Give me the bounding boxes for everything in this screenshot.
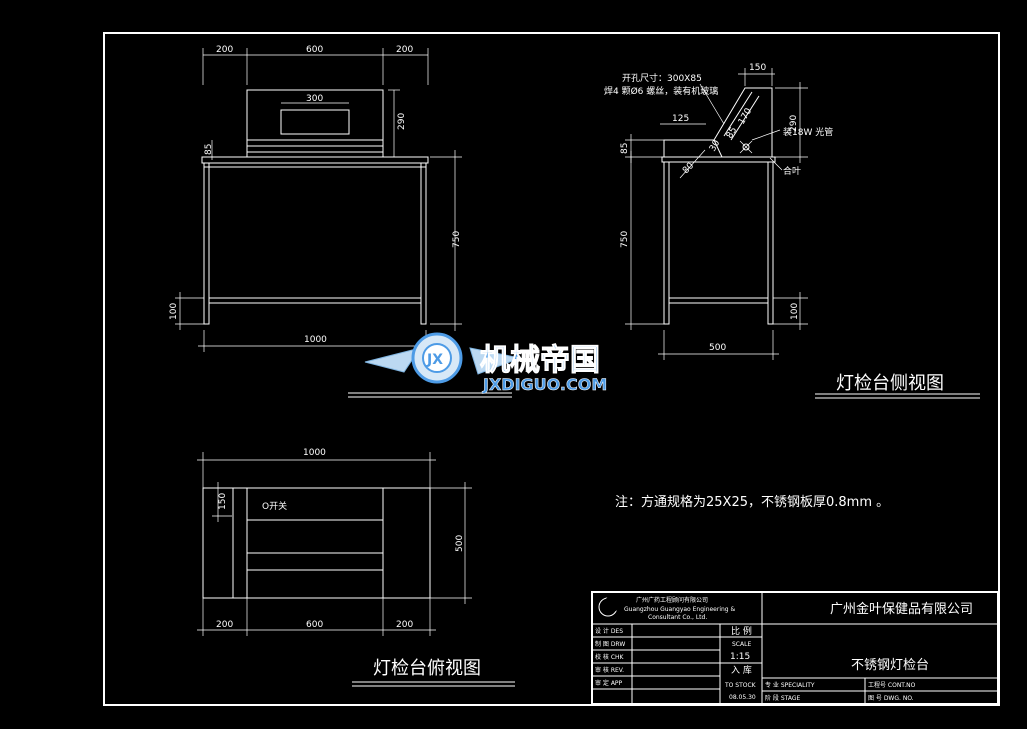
logo-text: JX	[426, 352, 443, 368]
side-hinge-label: 合叶	[783, 165, 801, 177]
side-height: 750	[620, 231, 630, 248]
company-name-cn: 广州广药工程顾问有限公司	[636, 596, 708, 604]
side-dim-85-diag: 85	[725, 126, 739, 141]
top-dim-150: 150	[218, 493, 228, 510]
front-view: 200 600 200 300 290 85 750	[169, 45, 512, 398]
scale-cn: 比 例	[731, 625, 752, 637]
top-width: 1000	[303, 448, 326, 458]
front-bottom-rail: 100	[169, 303, 179, 320]
side-lamp-label: 装18W 光管	[783, 126, 833, 138]
top-dim-mid: 600	[306, 620, 323, 630]
row-drw: 制 图 DRW	[595, 640, 625, 648]
front-screen-height: 290	[397, 113, 407, 130]
speciality-label: 专 业 SPECIALITY	[765, 681, 815, 689]
front-dim-mid: 600	[306, 45, 323, 55]
drawing-border	[103, 32, 1000, 706]
side-depth: 500	[709, 343, 726, 353]
side-view: 150 开孔尺寸：300X85 焊4 颗Ø6 螺丝，装有机玻璃 125 170 …	[604, 63, 980, 399]
top-depth: 500	[455, 535, 465, 552]
row-app: 审 定 APP	[595, 679, 623, 687]
client-name: 广州金叶保健品有限公司	[830, 601, 973, 617]
front-dim-right: 200	[396, 45, 413, 55]
dwg-no-label: 图 号 DWG. NO.	[868, 695, 914, 702]
side-bottom-rail: 100	[790, 303, 800, 320]
side-dim-290: 290	[789, 115, 799, 132]
side-note-bolts: 焊4 颗Ø6 螺丝，装有机玻璃	[604, 85, 718, 97]
top-switch-label: O开关	[262, 500, 287, 512]
side-dim-top: 150	[749, 63, 766, 73]
front-width: 1000	[304, 335, 327, 345]
watermark: JX 机械帝国 JXDIGUO.COM	[364, 332, 608, 394]
drawing-name: 不锈钢灯检台	[851, 658, 929, 673]
title-block: 广州广药工程顾问有限公司 Guangzhou Guangyao Engineer…	[591, 591, 999, 705]
watermark-name-en: JXDIGUO.COM	[482, 375, 607, 394]
general-note: 注：方通规格为25X25，不锈钢板厚0.8mm 。	[615, 494, 889, 510]
watermark-name-cn: 机械帝国	[480, 343, 600, 378]
company-name-en-2: Consultant Co., Ltd.	[648, 614, 707, 621]
contract-no-label: 工程号 CONT.NO	[868, 681, 916, 689]
stage-label: 阶 段 STAGE	[765, 694, 800, 702]
stock-date: 08.05.30	[729, 694, 756, 701]
scale-en: SCALE	[732, 641, 751, 648]
top-view: 1000 150 O开关 500 200 600 200 灯检台俯视图	[197, 448, 515, 687]
company-name-en-1: Guangzhou Guangyao Engineering &	[624, 606, 736, 613]
front-height: 750	[452, 231, 462, 248]
top-dim-left: 200	[216, 620, 233, 630]
scale-value: 1:15	[730, 652, 750, 662]
front-screen-width: 300	[306, 94, 323, 104]
top-dim-right: 200	[396, 620, 413, 630]
side-note-opening: 开孔尺寸：300X85	[622, 72, 702, 84]
front-dim-left: 200	[216, 45, 233, 55]
front-ledge: 85	[204, 144, 214, 155]
top-view-title: 灯检台俯视图	[373, 658, 481, 679]
side-dim-85: 85	[620, 143, 630, 154]
row-chk: 校 核 CHK	[595, 653, 625, 661]
side-dim-30: 30	[708, 138, 723, 153]
to-stock-cn: 入 库	[731, 664, 752, 676]
row-rev: 审 核 REV.	[595, 666, 624, 674]
side-dim-125: 125	[672, 114, 689, 124]
side-view-title: 灯检台侧视图	[836, 373, 944, 394]
side-dim-170: 170	[737, 106, 754, 126]
to-stock-en: TO STOCK	[724, 682, 757, 689]
row-des: 设 计 DES	[595, 627, 623, 635]
